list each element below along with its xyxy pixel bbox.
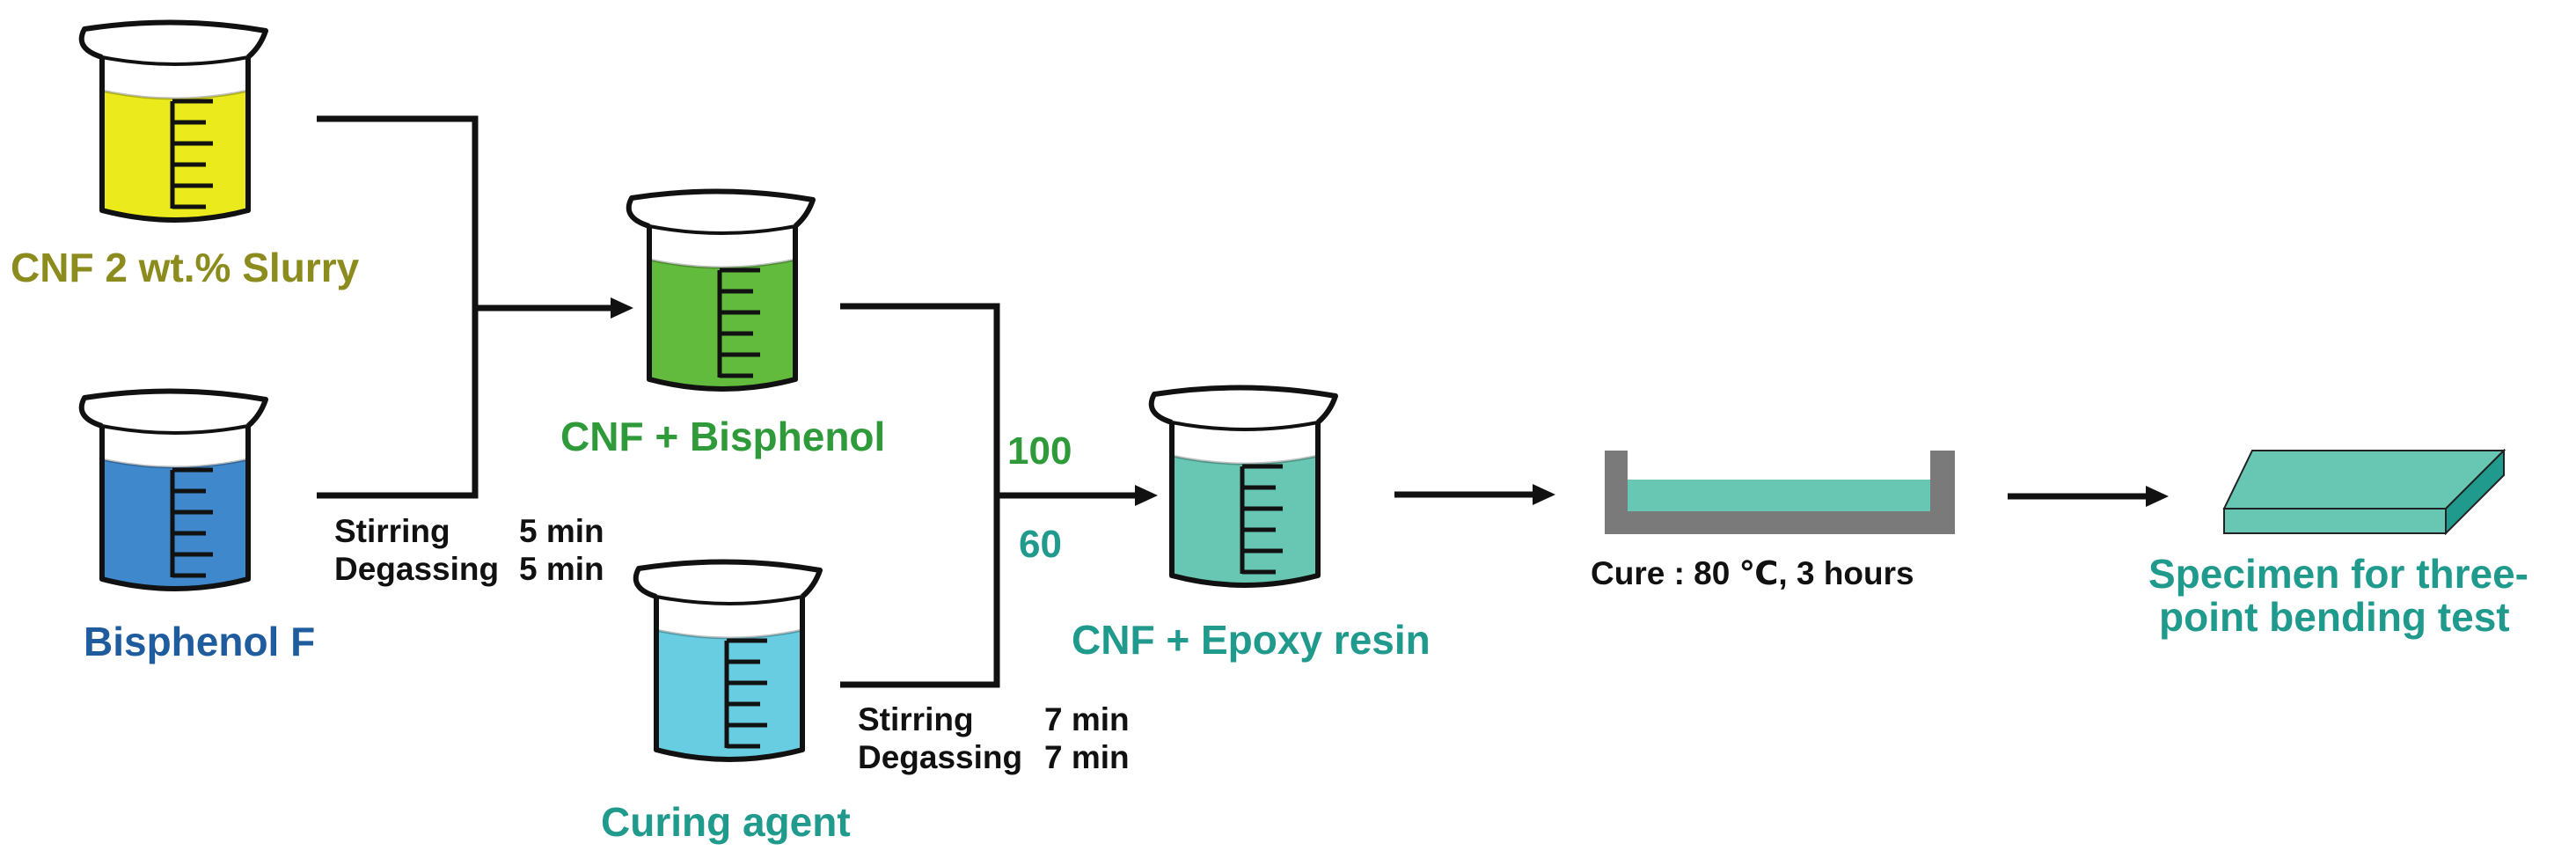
- arrowhead-icon: [1533, 484, 1555, 505]
- step2-stirring-time: 7 min: [1044, 701, 1130, 737]
- step1-stirring-label: Stirring: [334, 513, 450, 549]
- label-cnf-bisphenol: CNF + Bisphenol: [560, 414, 885, 459]
- beaker-icon: [633, 559, 823, 762]
- mold-resin: [1628, 480, 1930, 511]
- mold-icon: [1605, 451, 1955, 534]
- specimen-side-face: [2445, 448, 2505, 536]
- beaker-liquid: [102, 459, 248, 589]
- arrowhead-icon: [611, 297, 633, 319]
- label-cnf-slurry: CNF 2 wt.% Slurry: [11, 245, 360, 290]
- step1-stirring-time: 5 min: [519, 513, 604, 549]
- step2-degassing-time: 7 min: [1044, 739, 1130, 775]
- step1-degassing-time: 5 min: [519, 551, 604, 587]
- scale-marks: [170, 467, 213, 578]
- ratio-value-top: 100: [1007, 429, 1072, 473]
- beaker-icon: [1148, 385, 1338, 588]
- label-curing-agent: Curing agent: [601, 799, 851, 845]
- label-bisphenol-f: Bisphenol F: [84, 619, 315, 664]
- ratio-value-bottom: 60: [1019, 523, 1062, 566]
- beaker-icon: [78, 19, 268, 223]
- scale-marks: [724, 638, 767, 749]
- beaker-liquid: [656, 630, 802, 759]
- specimen-front-face: [2223, 508, 2447, 534]
- label-cure-conditions: Cure : 80 ℃, 3 hours: [1591, 555, 1914, 591]
- beaker-icon: [626, 188, 816, 392]
- label-specimen-line1: Specimen for three-: [2148, 551, 2528, 597]
- label-cnf-epoxy-resin: CNF + Epoxy resin: [1072, 617, 1431, 663]
- step1-conditions: Stirring 5 min Degassing 5 min: [334, 513, 604, 587]
- arrowhead-icon: [1135, 485, 1158, 506]
- beaker-liquid: [102, 91, 248, 220]
- beaker-liquid: [649, 260, 795, 389]
- scale-marks: [170, 99, 213, 209]
- step2-degassing-label: Degassing: [858, 739, 1022, 775]
- scale-marks: [717, 268, 760, 378]
- step2-conditions: Stirring 7 min Degassing 7 min: [858, 701, 1130, 775]
- step2-stirring-label: Stirring: [858, 701, 974, 737]
- specimen-icon: [2222, 448, 2506, 536]
- scale-marks: [1240, 464, 1283, 575]
- beaker-icon: [78, 388, 268, 591]
- beaker-liquid: [1172, 456, 1318, 585]
- merge-connector-1: [317, 115, 479, 499]
- merge-connector-2: [840, 303, 1000, 688]
- arrowhead-icon: [2146, 486, 2169, 507]
- step1-degassing-label: Degassing: [334, 551, 499, 587]
- label-specimen-line2: point bending test: [2159, 594, 2510, 640]
